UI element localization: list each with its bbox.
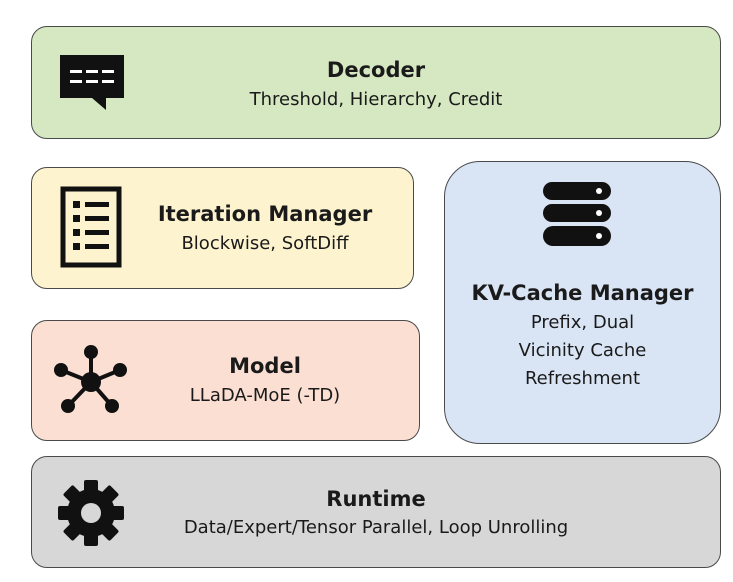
database-icon xyxy=(543,182,611,246)
kv-cache-line: Refreshment xyxy=(524,368,641,389)
network-icon xyxy=(54,345,127,413)
decoder-subtitle: Threshold, Hierarchy, Credit xyxy=(249,89,503,110)
message-icon xyxy=(60,55,124,110)
list-icon xyxy=(60,186,122,268)
runtime-block xyxy=(31,456,721,568)
runtime-title: Runtime xyxy=(326,487,426,511)
model-subtitle: LLaDA-MoE (-TD) xyxy=(189,385,341,406)
kv-cache-line: Prefix, Dual xyxy=(530,312,635,333)
kv-cache-line: Vicinity Cache xyxy=(518,340,647,361)
model-title: Model xyxy=(229,354,301,378)
decoder-block xyxy=(31,26,721,139)
iteration-manager-subtitle: Blockwise, SoftDiff xyxy=(181,233,349,254)
runtime-subtitle: Data/Expert/Tensor Parallel, Loop Unroll… xyxy=(183,517,569,538)
kv-cache-manager-title: KV-Cache Manager xyxy=(471,281,694,305)
iteration-manager-title: Iteration Manager xyxy=(157,202,373,226)
gear-icon xyxy=(58,480,124,546)
decoder-title: Decoder xyxy=(326,58,426,82)
